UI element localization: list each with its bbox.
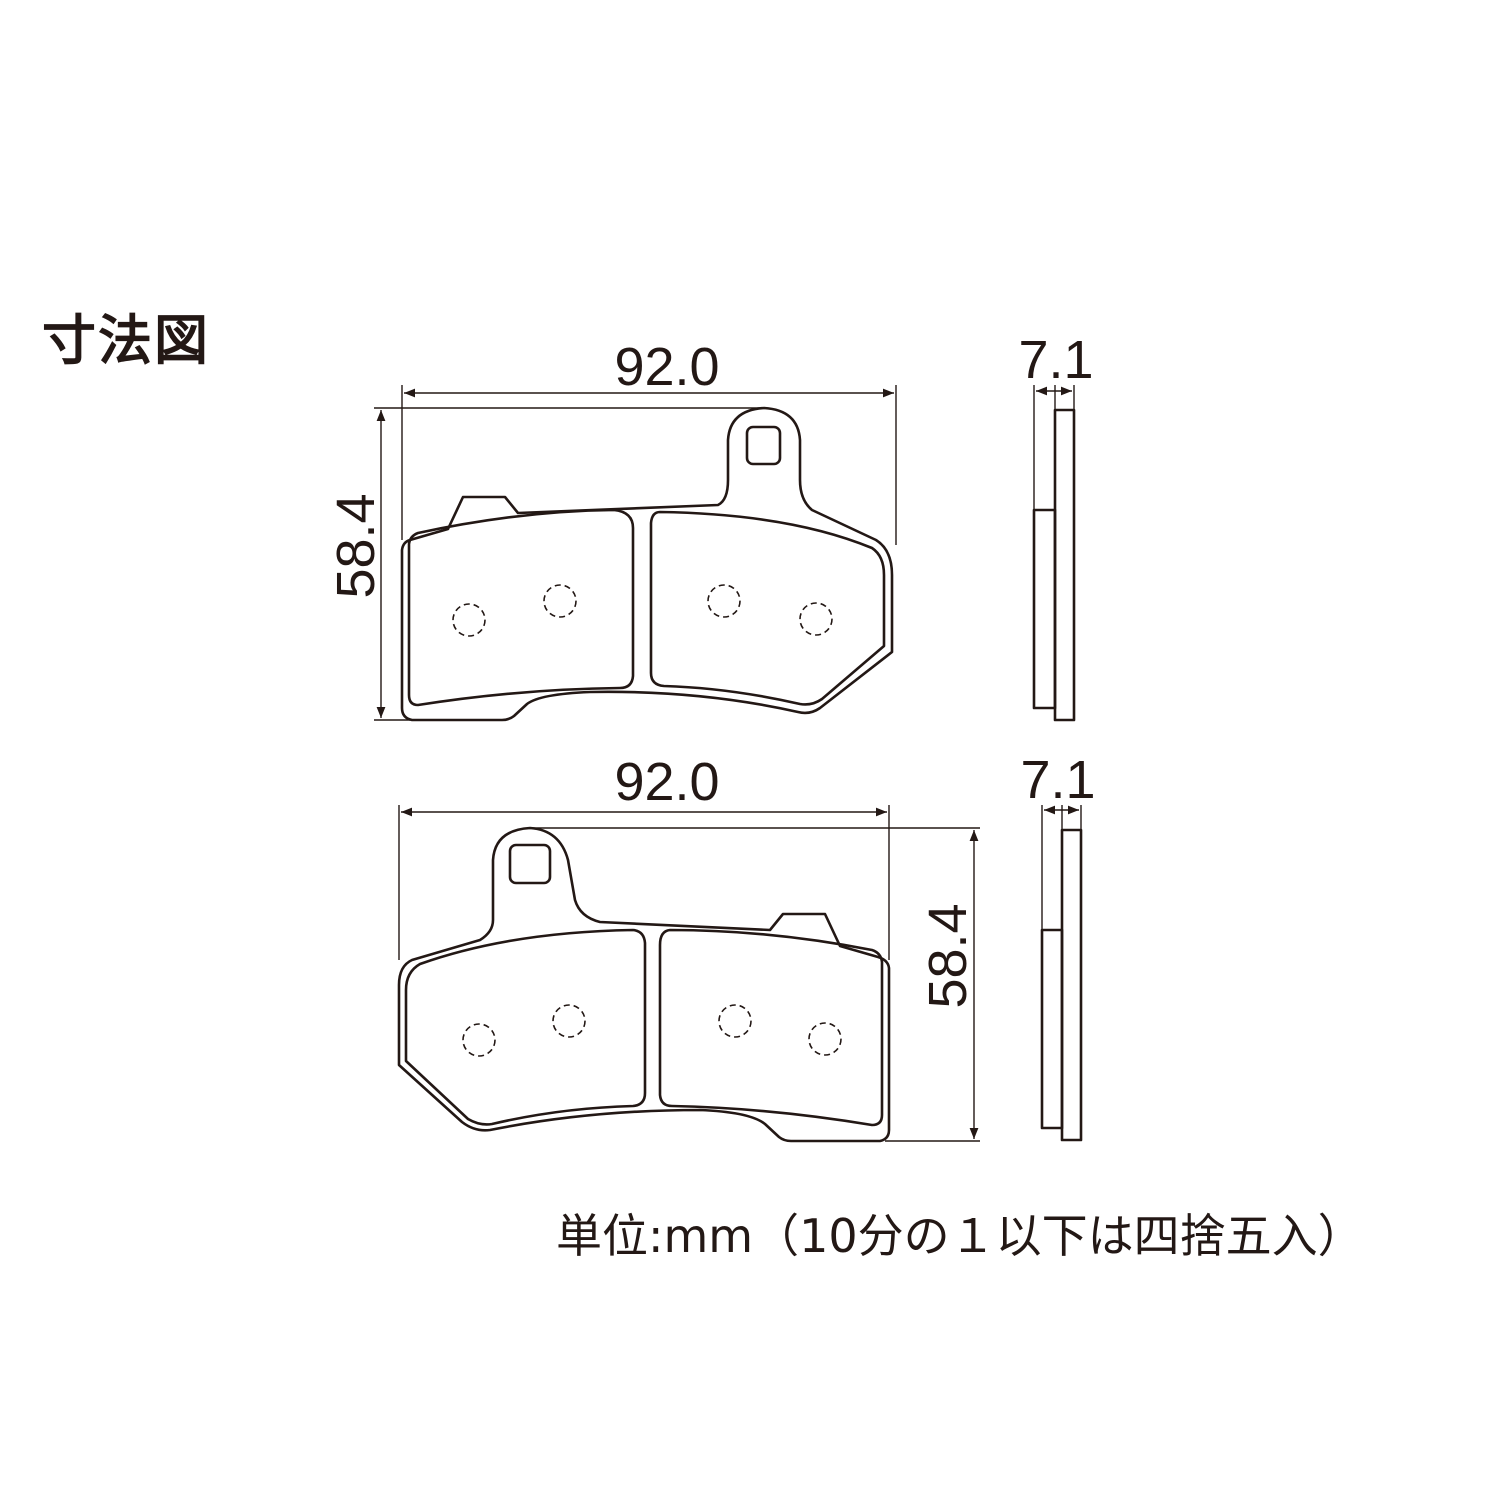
top-pad-piston-2 bbox=[543, 584, 577, 618]
bottom-pad-thickness-label: 7.1 bbox=[1020, 750, 1095, 810]
top-pad-height-label: 58.4 bbox=[326, 493, 386, 598]
top-pad-side-backing bbox=[1053, 408, 1076, 722]
page-title: 寸法図 bbox=[42, 309, 210, 372]
bottom-pad-side-friction bbox=[1040, 928, 1064, 1130]
bottom-pad-side-backing bbox=[1060, 828, 1083, 1142]
top-pad-backing-plate bbox=[400, 406, 894, 722]
bottom-pad-piston-4 bbox=[808, 1022, 842, 1056]
top-pad-friction-left bbox=[407, 508, 635, 707]
bottom-pad-piston-3 bbox=[718, 1004, 752, 1038]
bottom-pad-friction-right bbox=[658, 928, 884, 1127]
bottom-pad-height-label: 58.4 bbox=[918, 903, 978, 1008]
bottom-pad-piston-2 bbox=[552, 1004, 586, 1038]
top-pad-thickness-label: 7.1 bbox=[1018, 330, 1093, 390]
bottom-pad-piston-1 bbox=[462, 1023, 496, 1057]
top-pad: 92.0 58.4 7.1 bbox=[326, 330, 1094, 722]
top-pad-width-label: 92.0 bbox=[614, 337, 719, 397]
bottom-pad-backing-plate bbox=[397, 826, 891, 1143]
top-pad-mount-hole bbox=[745, 425, 782, 466]
top-pad-piston-4 bbox=[799, 602, 833, 636]
top-pad-piston-1 bbox=[452, 603, 486, 637]
unit-note: 単位:mm（10分の１以下は四捨五入） bbox=[556, 1209, 1364, 1263]
bottom-pad-friction-left bbox=[404, 928, 647, 1126]
bottom-pad-mount-hole bbox=[508, 843, 552, 885]
top-pad-friction-right bbox=[649, 510, 886, 706]
top-pad-piston-3 bbox=[707, 584, 741, 618]
bottom-pad: 92.0 58.4 7.1 bbox=[397, 750, 1096, 1143]
top-pad-side-friction bbox=[1032, 508, 1057, 710]
bottom-pad-width-label: 92.0 bbox=[614, 752, 719, 812]
